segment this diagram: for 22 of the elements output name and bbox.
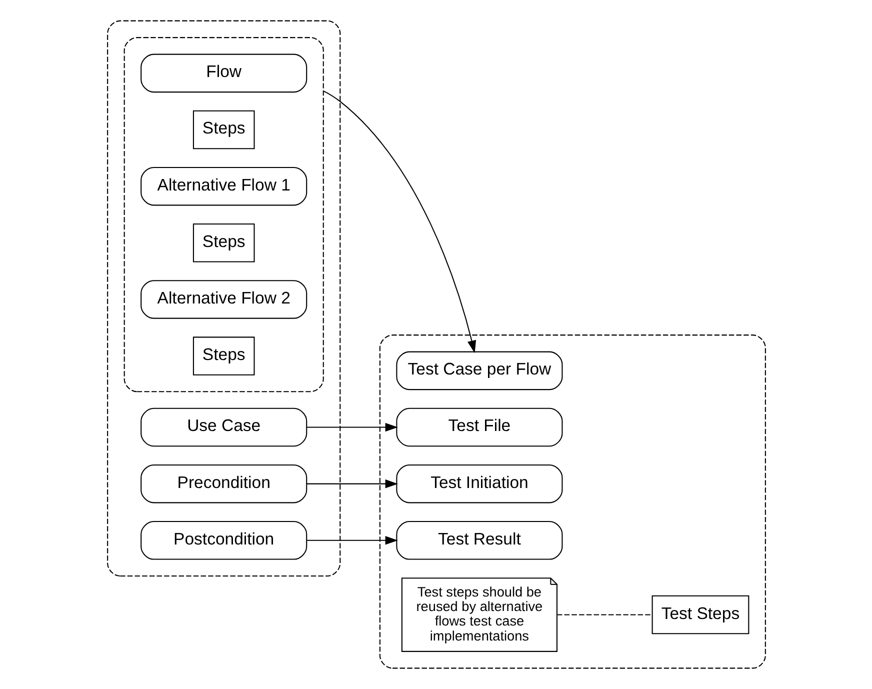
- arrow: [306, 422, 398, 432]
- arrow: [322, 90, 476, 354]
- node-box: Use Case: [140, 408, 307, 447]
- connector: [556, 614, 652, 616]
- cluster: [106, 20, 340, 577]
- arrow: [306, 479, 398, 488]
- node-box: Steps: [192, 110, 254, 150]
- node-box: Test Initiation: [396, 464, 562, 504]
- node-box: Postcondition: [140, 521, 307, 560]
- node-box: Alternative Flow 2: [140, 280, 307, 319]
- cluster: [123, 37, 324, 392]
- node-box: Steps: [192, 336, 254, 376]
- arrow: [306, 536, 398, 545]
- cluster: [378, 334, 766, 669]
- node-box: Flow: [140, 54, 307, 93]
- node-box: Test File: [396, 408, 562, 447]
- node-box: Test Steps: [651, 595, 749, 634]
- node-box: Test Result: [396, 521, 562, 560]
- node-box: Test Case per Flow: [396, 351, 562, 390]
- node-box: Precondition: [140, 464, 307, 504]
- node-box: Steps: [192, 224, 254, 262]
- node-box: Alternative Flow 1: [140, 166, 307, 206]
